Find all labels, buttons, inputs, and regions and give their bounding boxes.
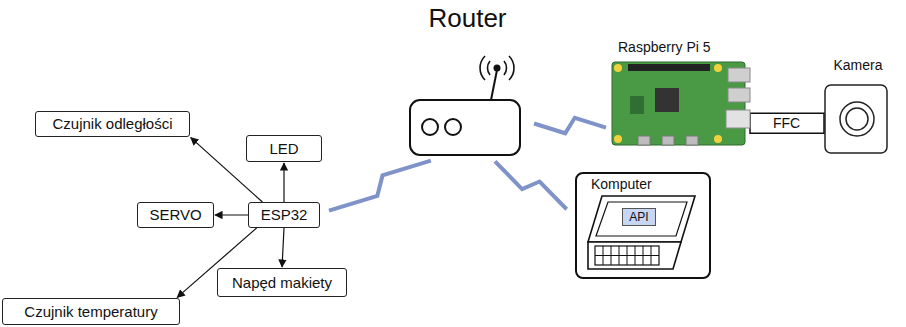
node-label: LED xyxy=(269,140,298,158)
node-label: API xyxy=(629,210,648,224)
router-node: Router xyxy=(405,0,530,158)
node-label: Kamera xyxy=(824,56,892,73)
servo-box: SERVO xyxy=(137,202,214,228)
raspberry-pi-node: Raspberry Pi 5 xyxy=(610,36,750,148)
node-label: Napęd makiety xyxy=(232,274,332,292)
arrow-connector xyxy=(282,228,284,267)
sensor-box: Czujnik temperatury xyxy=(2,298,180,325)
arrow-connector xyxy=(283,163,284,202)
wireless-link xyxy=(329,161,431,211)
api-box: API xyxy=(622,208,656,226)
controller-box: ESP32 xyxy=(248,202,320,228)
node-label: SERVO xyxy=(149,206,201,224)
wireless-link xyxy=(534,118,606,133)
wireless-link xyxy=(495,161,567,209)
node-label: Czujnik temperatury xyxy=(24,303,157,321)
node-label: Router xyxy=(405,0,530,35)
node-label: Komputer xyxy=(577,174,709,192)
node-label: ESP32 xyxy=(261,206,308,224)
ffc-cable xyxy=(750,113,824,133)
arrow-connector xyxy=(215,214,248,215)
camera-node: Kamera xyxy=(824,56,892,156)
node-label: Raspberry Pi 5 xyxy=(610,36,750,55)
sensor-box: Czujnik odległości xyxy=(35,111,190,137)
drive-box: Napęd makiety xyxy=(217,268,347,297)
node-label: Czujnik odległości xyxy=(52,115,172,133)
led-box: LED xyxy=(246,135,322,162)
edge-label: FFC xyxy=(771,115,802,131)
computer-node: KomputerAPI xyxy=(575,172,711,279)
